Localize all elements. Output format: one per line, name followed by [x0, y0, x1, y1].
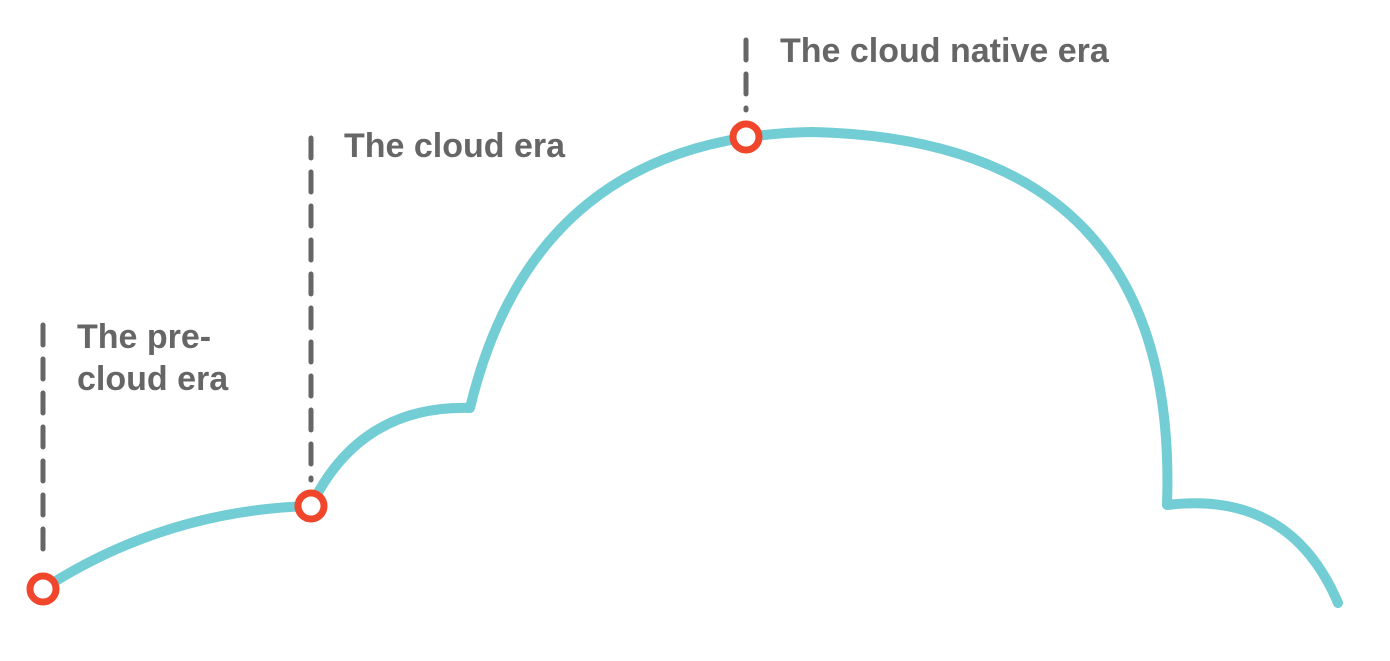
milestone-marker-cloud: [294, 489, 328, 523]
milestone-marker-pre-cloud: [26, 572, 60, 606]
era-label-pre-cloud-line2: cloud era: [77, 360, 229, 398]
era-label-pre-cloud-line1: The pre-: [77, 318, 212, 356]
era-label-cloud-line1: The cloud era: [344, 127, 566, 165]
era-label-cloud-native: The cloud native era: [780, 30, 1109, 72]
milestone-marker-cloud-native: [729, 120, 763, 154]
era-label-pre-cloud: The pre- cloud era: [77, 316, 228, 400]
era-label-cloud-native-line1: The cloud native era: [780, 32, 1109, 70]
cloud-outline: [38, 127, 1343, 608]
era-label-cloud: The cloud era: [344, 125, 565, 167]
